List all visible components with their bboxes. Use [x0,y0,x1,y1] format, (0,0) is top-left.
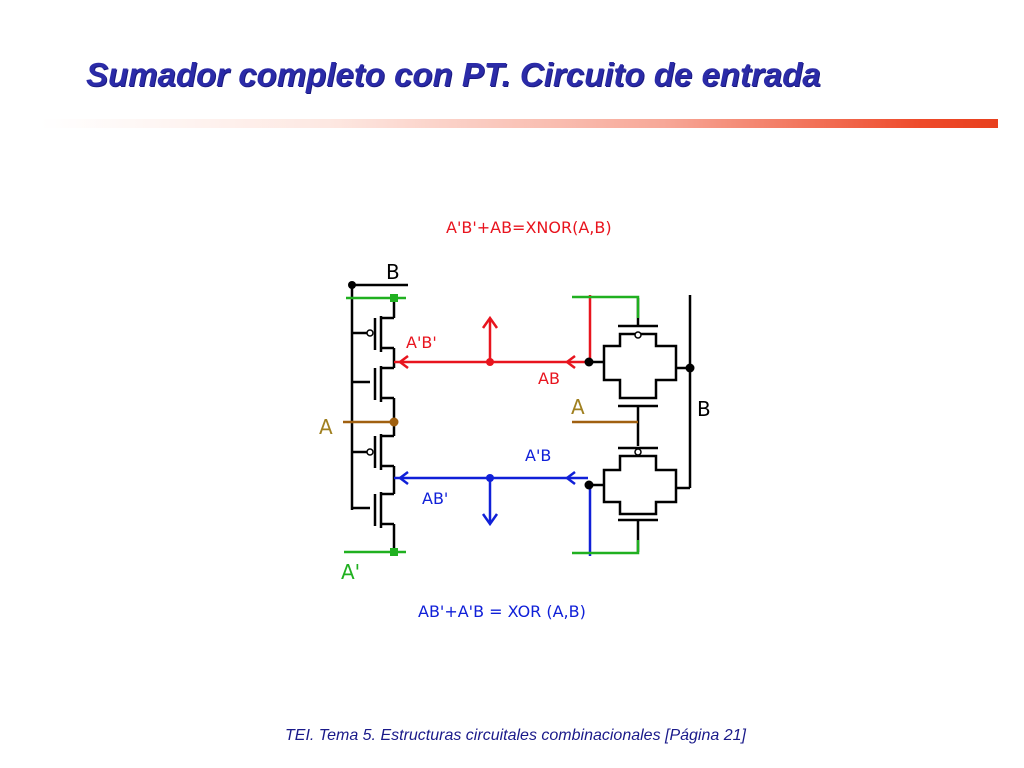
label-b-top: B [386,260,400,284]
tg-bubble-top [634,331,642,339]
supply-node-bottom-left [390,548,398,556]
label-a-left: A [319,415,333,439]
input-a-node-left [389,417,399,427]
slide-footer: TEI. Tema 5. Estructuras circuitales com… [285,727,746,744]
supply-line-top-right [572,295,640,318]
title-underline-bar [40,119,998,128]
label-a-mid: A [571,395,585,419]
tg-input-node-top [584,357,594,367]
xor-wire [394,471,592,556]
xnor-output-node [486,358,494,366]
slide-title: Sumador completo con PT. Circuito de ent… [86,56,821,93]
xor-output-node [486,474,494,482]
xnor-wire [394,295,592,369]
xnor-equation: A'B'+AB=XNOR(A,B) [446,218,612,237]
tg-input-node-bottom [584,480,594,490]
pmos-bubble [366,329,374,337]
label-ab-prime: AB' [422,489,448,508]
label-a-prime-bottom: A' [341,560,360,584]
label-b-right: B [697,397,711,421]
label-a-prime-b-prime: A'B' [406,333,437,352]
right-transmission-gates [588,295,692,552]
pmos-bubble [366,448,374,456]
label-a-prime-b: A'B [525,446,551,465]
supply-line-bottom-right [572,540,640,555]
tg-bubble-bottom [634,448,642,456]
label-ab: AB [538,369,560,388]
b-right-node [685,363,695,373]
b-node-dot [348,281,356,289]
left-transistor-stack [350,283,408,552]
xor-equation: AB'+A'B = XOR (A,B) [418,602,586,621]
supply-node-top-left [390,294,398,302]
